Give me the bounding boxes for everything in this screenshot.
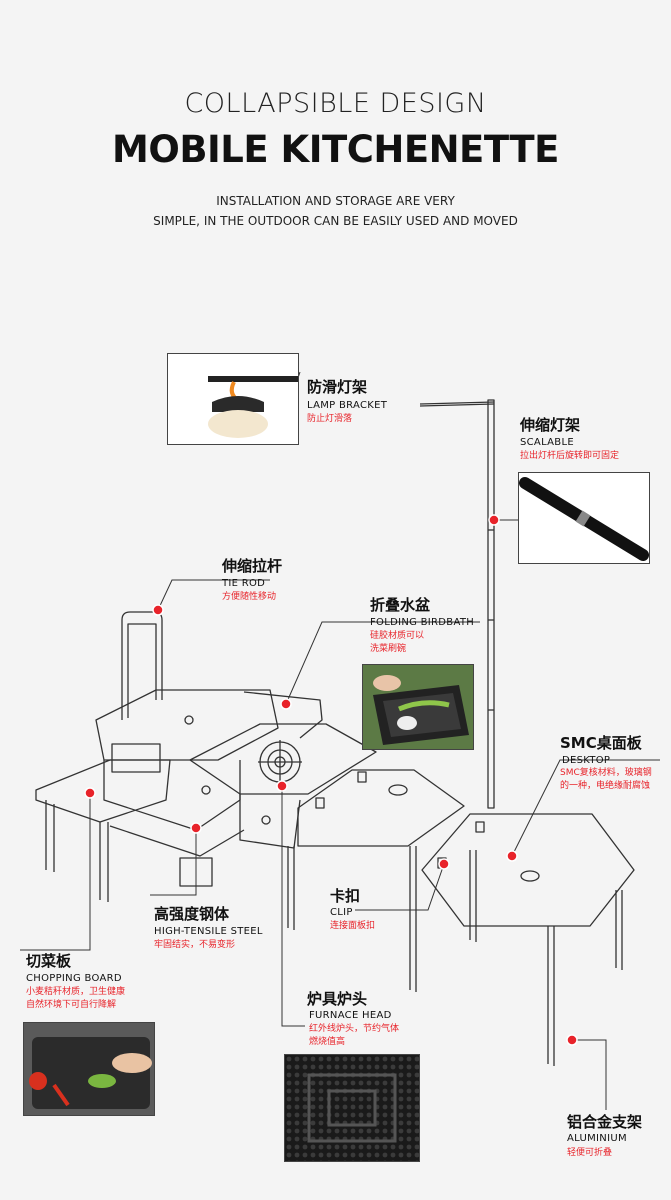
furnace-head-photo xyxy=(284,1054,420,1162)
description-line-2: SIMPLE, IN THE OUTDOOR CAN BE EASILY USE… xyxy=(153,214,518,228)
scalable-pole-photo xyxy=(518,472,650,564)
lamp-bracket-note: 防止灯滑落 xyxy=(307,414,353,424)
page-title: MOBILE KITCHENETTE xyxy=(112,128,559,171)
furnace-head-note-2: 燃烧值高 xyxy=(309,1037,346,1047)
desktop-cn: SMC桌面板 xyxy=(560,734,642,752)
marker-dot-tie-rod xyxy=(152,604,164,616)
chopping-board-note-1: 小麦秸秆材质，卫生健康 xyxy=(26,987,126,997)
chopping-board-note-2: 自然环境下可自行降解 xyxy=(26,1000,117,1010)
marker-dot-chopping-board xyxy=(84,787,96,799)
lamp-pole xyxy=(487,399,495,809)
storage-shelf xyxy=(109,825,245,857)
main-cabinet xyxy=(95,689,279,761)
description-line-1: INSTALLATION AND STORAGE ARE VERY xyxy=(216,194,455,208)
desktop-en: DESKTOP xyxy=(562,755,611,766)
clip-note: 连接面板扣 xyxy=(330,921,376,931)
aluminium-en: ALUMINIUM xyxy=(567,1133,627,1144)
scalable-en: SCALABLE xyxy=(520,437,574,448)
lamp-bracket-cn: 防滑灯架 xyxy=(307,378,368,396)
marker-dot-aluminium xyxy=(566,1034,578,1046)
furnace-head-en: FURNACE HEAD xyxy=(309,1010,392,1021)
birdbath-note-2: 洗菜刷碗 xyxy=(370,644,407,654)
lamp-bracket-photo xyxy=(167,353,299,445)
tie-rod-cn: 伸缩拉杆 xyxy=(222,557,283,575)
birdbath-photo xyxy=(362,664,474,750)
aluminium-note: 轻便可折叠 xyxy=(567,1148,613,1158)
tie-rod-note: 方便随性移动 xyxy=(222,592,277,602)
aluminium-cn: 铝合金支架 xyxy=(567,1113,643,1131)
clip-en: CLIP xyxy=(330,907,353,918)
marker-dot-steel xyxy=(190,822,202,834)
marker-dot-desktop xyxy=(506,850,518,862)
steel-en: HIGH-TENSILE STEEL xyxy=(154,926,263,937)
desktop-note-1: SMC复核材料，玻璃钢 xyxy=(560,768,652,778)
birdbath-note-1: 硅胶材质可以 xyxy=(370,631,425,641)
chopping-board-photo xyxy=(23,1022,155,1116)
tie-rod-en: TIE ROD xyxy=(222,578,266,589)
scalable-cn: 伸缩灯架 xyxy=(520,416,581,434)
chopping-board-cn: 切菜板 xyxy=(26,952,72,970)
scalable-note: 拉出灯杆后旋转即可固定 xyxy=(520,451,620,461)
birdbath-rim xyxy=(243,691,323,739)
left-wing-table xyxy=(35,759,171,823)
marker-dot-clip xyxy=(438,858,450,870)
page-subtitle: COLLAPSIBLE DESIGN xyxy=(184,88,487,119)
clip-cn: 卡扣 xyxy=(330,887,361,905)
steel-cn: 高强度钢体 xyxy=(154,905,230,923)
tie-rod-handle xyxy=(121,611,163,720)
lamp-bracket-en: LAMP BRACKET xyxy=(307,400,388,411)
chopping-board-en: CHOPPING BOARD xyxy=(26,973,122,984)
birdbath-cn: 折叠水盆 xyxy=(370,596,431,614)
furnace-head-cn: 炉具炉头 xyxy=(307,990,368,1008)
birdbath-en: FOLDING BIRDBATH xyxy=(370,617,475,628)
steel-note: 牢固结实，不易变形 xyxy=(154,940,236,950)
desktop-note-2: 的一种，电绝缘耐腐蚀 xyxy=(560,781,651,791)
marker-dot-furnace xyxy=(276,780,288,792)
marker-dot-birdbath xyxy=(280,698,292,710)
middle-table xyxy=(297,769,465,847)
marker-dot-scalable xyxy=(488,514,500,526)
right-table xyxy=(421,813,635,927)
furnace-head-note-1: 红外线炉头，节约气体 xyxy=(309,1024,400,1034)
